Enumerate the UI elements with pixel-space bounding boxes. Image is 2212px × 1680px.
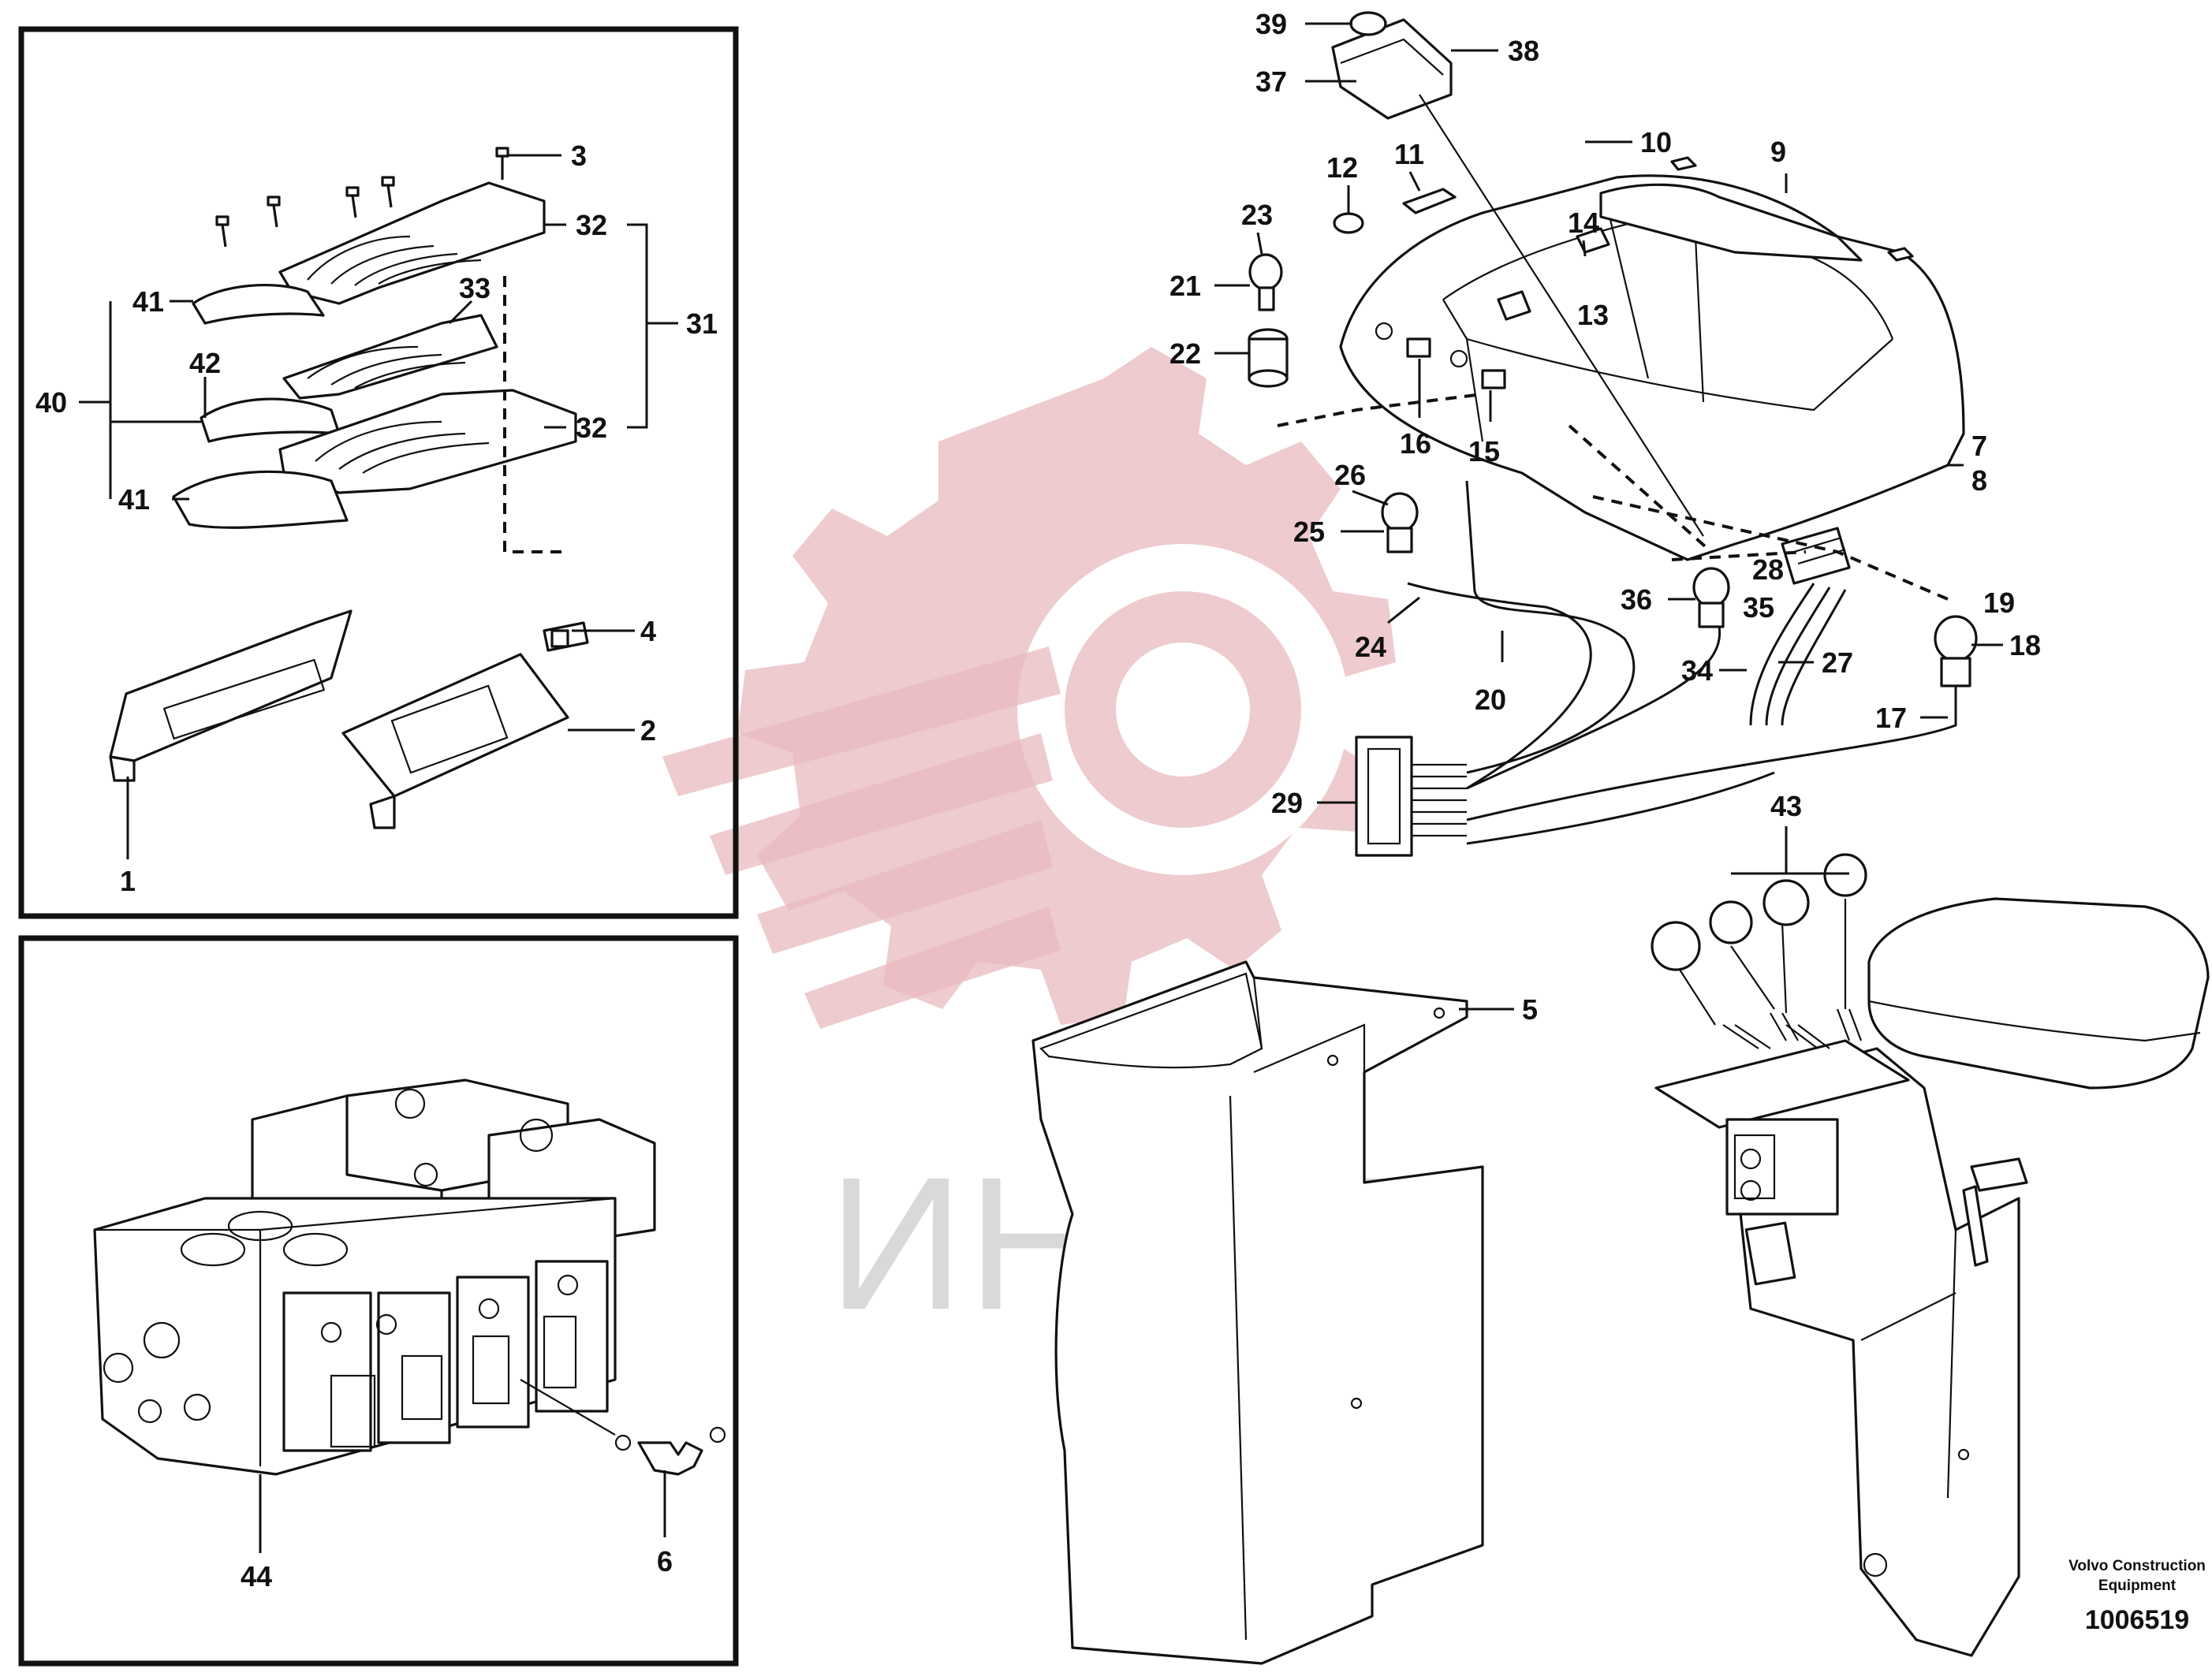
callout-24: 24	[1355, 631, 1386, 663]
callout-2: 2	[640, 714, 656, 747]
nut-12	[1333, 212, 1364, 234]
switch-plate-42	[200, 397, 341, 443]
pedestal-cover-5	[1031, 960, 1484, 1665]
bracket-1	[109, 609, 353, 762]
callout-34: 34	[1681, 654, 1713, 687]
caption-company-line1: Volvo Construction	[2068, 1558, 2206, 1574]
callout-32-upper: 32	[576, 209, 607, 241]
callout-42: 42	[189, 347, 221, 379]
callout-17: 17	[1875, 702, 1907, 734]
caption-block: Volvo Construction Equipment 1006519	[2068, 1558, 2206, 1635]
callout-40: 40	[35, 386, 67, 419]
callout-27: 27	[1822, 646, 1853, 679]
gasket-39	[1349, 11, 1387, 36]
switch-plate-33	[282, 314, 498, 400]
clip-4	[550, 629, 569, 648]
callout-28: 28	[1752, 553, 1784, 586]
lever-knob	[1823, 853, 1867, 897]
callout-19: 19	[1983, 587, 2015, 619]
console-lid-9	[1599, 183, 1863, 262]
callout-14: 14	[1568, 207, 1599, 239]
callout-41-upper: 41	[132, 285, 164, 318]
lever-knob	[1763, 879, 1810, 926]
callout-22: 22	[1169, 337, 1201, 370]
bracket-2	[341, 653, 569, 798]
callout-10: 10	[1640, 126, 1672, 158]
callouts-top-inset: 3 32 32 31 33 41 41 42 40 4 2 1	[35, 140, 718, 897]
armrest	[1867, 897, 2210, 1090]
console-shell-7-8	[1339, 174, 1965, 561]
callout-7: 7	[1971, 430, 1987, 462]
rocker-switch-37-38	[1331, 18, 1453, 120]
callout-1: 1	[120, 865, 136, 897]
callout-36: 36	[1621, 583, 1652, 616]
callout-23: 23	[1241, 199, 1273, 231]
callout-8: 8	[1971, 464, 1987, 497]
callout-21: 21	[1169, 270, 1201, 302]
callout-5-group: 5	[1459, 993, 1538, 1026]
callout-31: 31	[686, 307, 718, 340]
switch-plate-41-lower	[172, 470, 349, 529]
callout-33: 33	[459, 272, 491, 304]
caption-company-line2: Equipment	[2098, 1578, 2177, 1594]
callout-37: 37	[1255, 65, 1287, 98]
lamps-and-switches	[1248, 94, 1978, 857]
switch-plate-41-upper	[192, 283, 325, 325]
joystick-assembly	[1651, 853, 2210, 1657]
callouts-bottom-inset: 44 6	[241, 1470, 673, 1592]
panel-cover-lower	[278, 389, 577, 494]
callout-38: 38	[1508, 35, 1539, 67]
switch-panel-assembly	[109, 147, 589, 829]
callout-12: 12	[1326, 151, 1358, 184]
plate-11	[1402, 188, 1457, 214]
connector-29	[1355, 736, 1413, 857]
inset-frame-bottom	[18, 935, 739, 1667]
callout-3: 3	[571, 140, 587, 172]
screw-icon	[215, 147, 509, 248]
callout-32-lower: 32	[576, 412, 607, 444]
callout-35: 35	[1743, 591, 1774, 624]
lever-knob	[1709, 900, 1753, 944]
caption-drawing-number: 1006519	[2085, 1605, 2189, 1635]
callout-13: 13	[1577, 299, 1609, 331]
elbow-fitting-6	[637, 1441, 703, 1476]
callout-20: 20	[1475, 684, 1506, 716]
control-valve-assembly	[93, 1078, 726, 1476]
callout-4: 4	[640, 615, 656, 647]
callout-26: 26	[1334, 459, 1366, 491]
callout-25: 25	[1293, 516, 1325, 548]
callout-43-group: 43	[1731, 790, 1849, 875]
callout-29: 29	[1271, 787, 1303, 819]
callout-41-lower: 41	[118, 483, 150, 516]
inset-frame-top	[18, 26, 739, 919]
callout-11: 11	[1394, 138, 1424, 170]
callout-15: 15	[1468, 435, 1500, 467]
console-housing	[1331, 11, 1965, 561]
callout-43: 43	[1770, 790, 1802, 822]
callout-6: 6	[657, 1545, 673, 1578]
callout-44: 44	[241, 1560, 272, 1592]
callouts-main: 39 37 38 10 9 11 12 14 13 23 21 22 16 15…	[1169, 8, 2041, 819]
lever-knob	[1651, 921, 1701, 971]
callout-39: 39	[1255, 8, 1287, 40]
callout-9: 9	[1770, 136, 1786, 168]
watermark-logo	[662, 347, 1396, 1029]
callout-5: 5	[1522, 993, 1538, 1026]
callout-18: 18	[2009, 629, 2041, 661]
callout-16: 16	[1400, 427, 1431, 460]
